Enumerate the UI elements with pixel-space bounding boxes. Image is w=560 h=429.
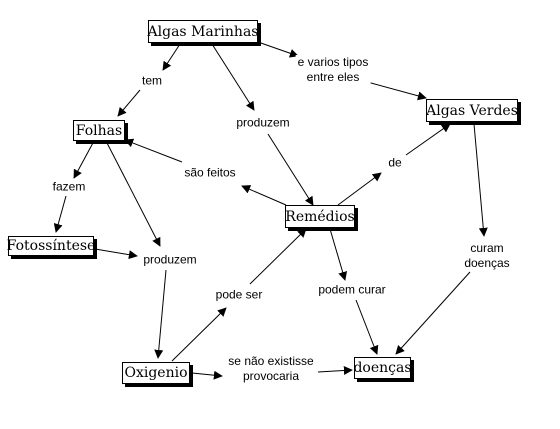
edge-tem-folhas <box>117 89 141 117</box>
edge-fazem-fotossintese <box>53 195 67 233</box>
edge-oxigenio-senao <box>191 370 223 380</box>
edge-folhas-fazem <box>73 140 95 179</box>
edge-remedios-saofeitos <box>241 185 287 206</box>
edge-verdes-curam <box>473 123 488 237</box>
edge-remedios-de <box>337 172 382 206</box>
link-curam-doencas: curam doenças <box>462 241 512 271</box>
node-folhas[interactable]: Folhas <box>73 120 125 141</box>
edge-curam-doencas <box>395 271 471 355</box>
link-varios-tipos: e varios tipos entre eles <box>295 55 371 85</box>
link-produzem-mid: produzem <box>141 252 199 268</box>
edge-senao-doencas <box>317 365 353 375</box>
link-fazem: fazem <box>50 179 88 195</box>
node-remedios[interactable]: Remédios <box>285 205 355 228</box>
edge-produzem-remedios <box>267 133 314 206</box>
link-produzem-top: produzem <box>234 115 292 131</box>
node-algas-marinhas[interactable]: Algas Marinhas <box>148 20 258 43</box>
edge-marinhas-tem <box>162 43 181 71</box>
edge-produzem-oxigenio <box>154 269 167 359</box>
link-pode-ser: pode ser <box>213 287 265 303</box>
link-de: de <box>386 155 404 171</box>
link-tem: tem <box>139 73 165 89</box>
edge-remedios-podemcurar <box>329 228 348 281</box>
node-fotossintese[interactable]: Fotossíntese <box>6 236 96 256</box>
edge-de-verdes <box>405 123 451 156</box>
edge-fotossintese-produzem <box>94 248 138 260</box>
edge-marinhas-tipos <box>257 41 299 58</box>
node-oxigenio[interactable]: Oxigenio <box>122 362 190 384</box>
link-sao-feitos: são feitos <box>182 165 238 181</box>
link-podem-curar: podem curar <box>316 282 388 298</box>
edge-oxigenio-podeser <box>171 307 227 362</box>
edge-podeser-remedios <box>249 228 307 285</box>
edge-saofeitos-folhas <box>124 138 183 163</box>
node-algas-verdes[interactable]: Algas Verdes <box>426 99 518 122</box>
edge-podemcurar-doencas <box>355 299 379 355</box>
link-se-nao-existisse: se não existisse provocaria <box>226 354 316 384</box>
edge-tipos-verdes <box>359 79 427 101</box>
edge-marinhas-produzem <box>211 43 255 111</box>
node-doencas[interactable]: doenças <box>353 357 412 379</box>
edge-folhas-produzem <box>105 140 161 247</box>
